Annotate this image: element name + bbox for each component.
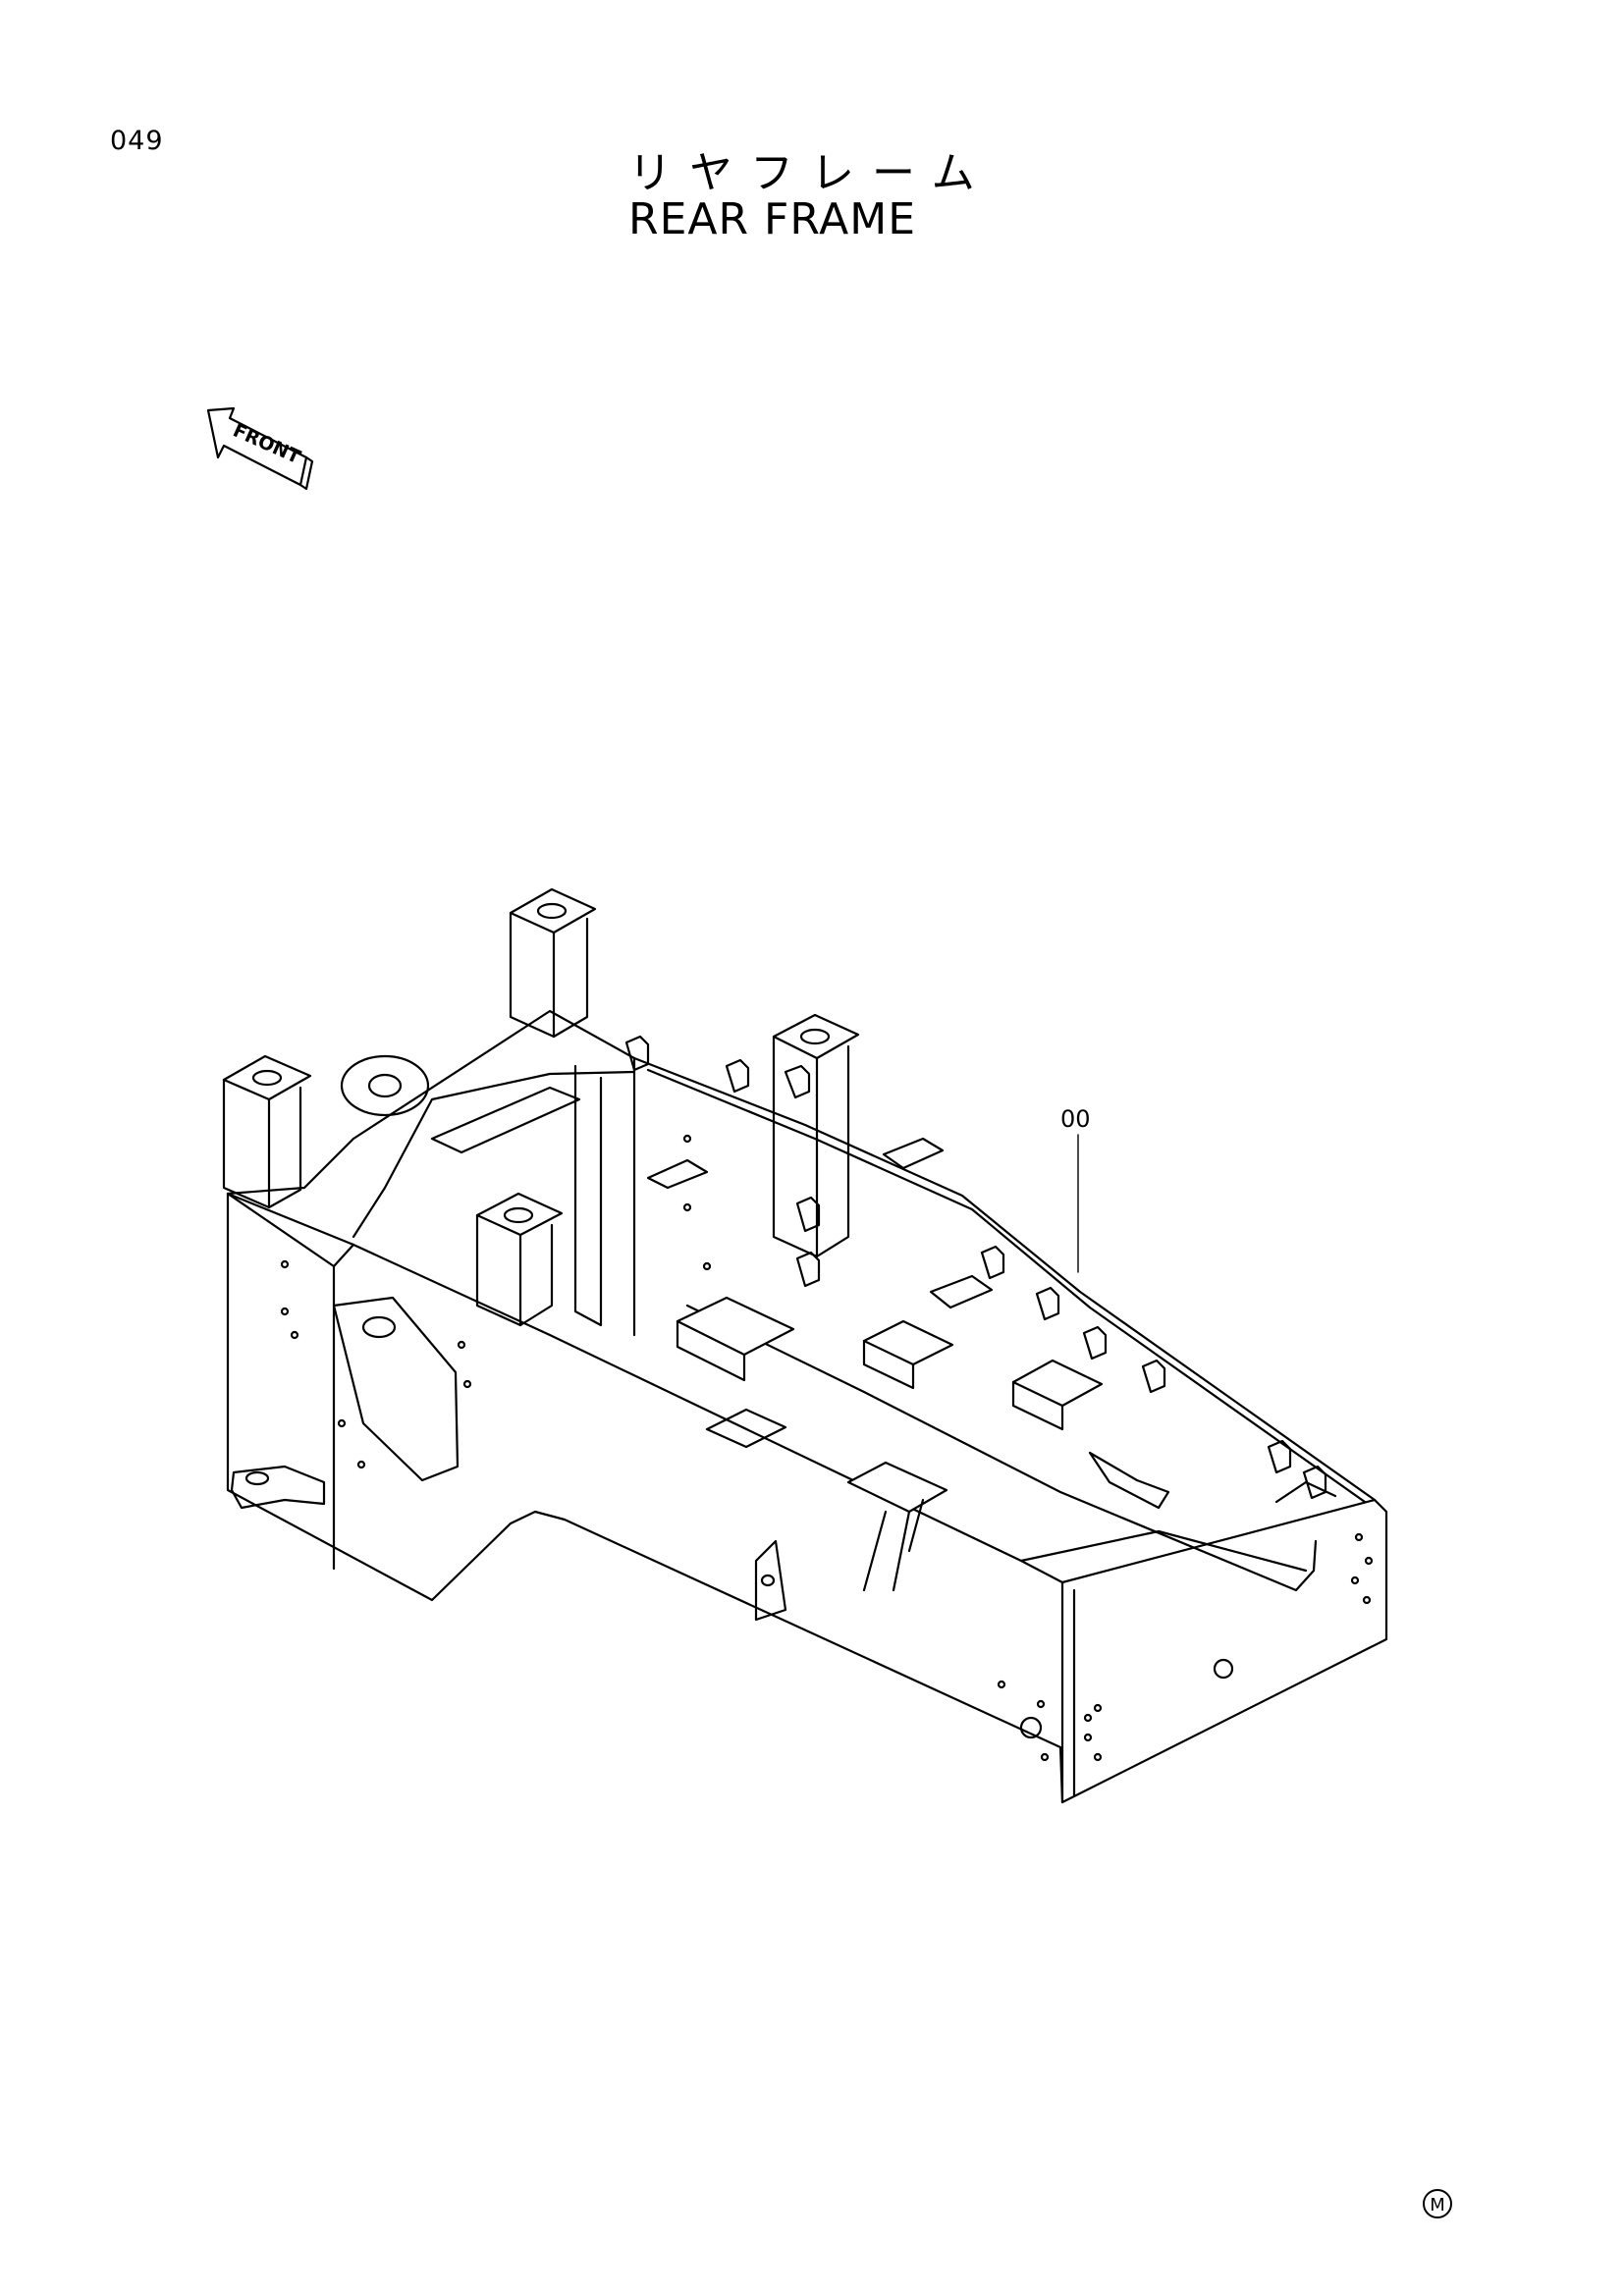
front-hitch	[230, 1465, 326, 1510]
part-callout: 00	[1060, 1105, 1091, 1273]
mounting-posts	[222, 887, 860, 1337]
side-plate-details	[280, 1134, 1374, 1762]
clip-brackets	[624, 1035, 1327, 1500]
title-japanese: リヤフレーム	[628, 148, 993, 198]
callout-label: 00	[1060, 1105, 1091, 1133]
front-arrow-icon: FRONT	[206, 406, 314, 491]
rear-frame-body	[226, 1009, 1388, 1804]
inner-brackets	[646, 1137, 1337, 1592]
corner-mark: M	[1423, 2189, 1452, 2218]
title-english: REAR FRAME	[628, 194, 916, 244]
page-number: 049	[110, 126, 164, 156]
